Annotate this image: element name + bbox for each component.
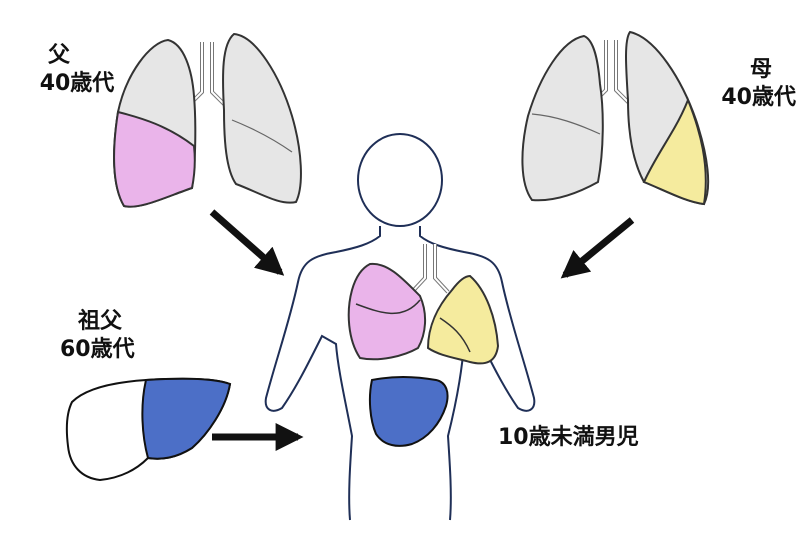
father-label-relation: 父 [48, 43, 71, 68]
mother-label-relation: 母 [749, 57, 772, 82]
father-label-age: 40歳代 [39, 71, 115, 96]
grandfather-label: 祖父 60歳代 [60, 308, 170, 364]
mother-affected-lobe [642, 97, 707, 206]
child-left-lung [426, 274, 500, 365]
grandfather-liver-affected [141, 377, 232, 460]
arrow-from-mother [560, 217, 635, 279]
father-label: 父 40歳代 [22, 42, 132, 98]
child-head [357, 133, 443, 227]
grandfather-label-relation: 祖父 [78, 309, 123, 334]
mother-lungs [521, 30, 710, 206]
grandfather-label-age: 60歳代 [60, 337, 135, 362]
grandfather-liver [65, 377, 232, 482]
child-body [264, 133, 536, 521]
mother-right-lung [521, 34, 604, 202]
father-lungs [113, 32, 302, 208]
father-affected-lobe [113, 110, 196, 208]
child-right-lung [347, 262, 426, 361]
child-label: 10歳未満男児 [498, 425, 639, 450]
child-body-outline [264, 226, 536, 521]
inheritance-arrows [209, 209, 635, 451]
arrow-from-father [209, 209, 285, 276]
mother-label-age: 40歳代 [721, 85, 796, 110]
father-left-lung [222, 32, 302, 204]
child-liver [368, 376, 449, 447]
mother-label: 母 40歳代 [688, 56, 796, 112]
